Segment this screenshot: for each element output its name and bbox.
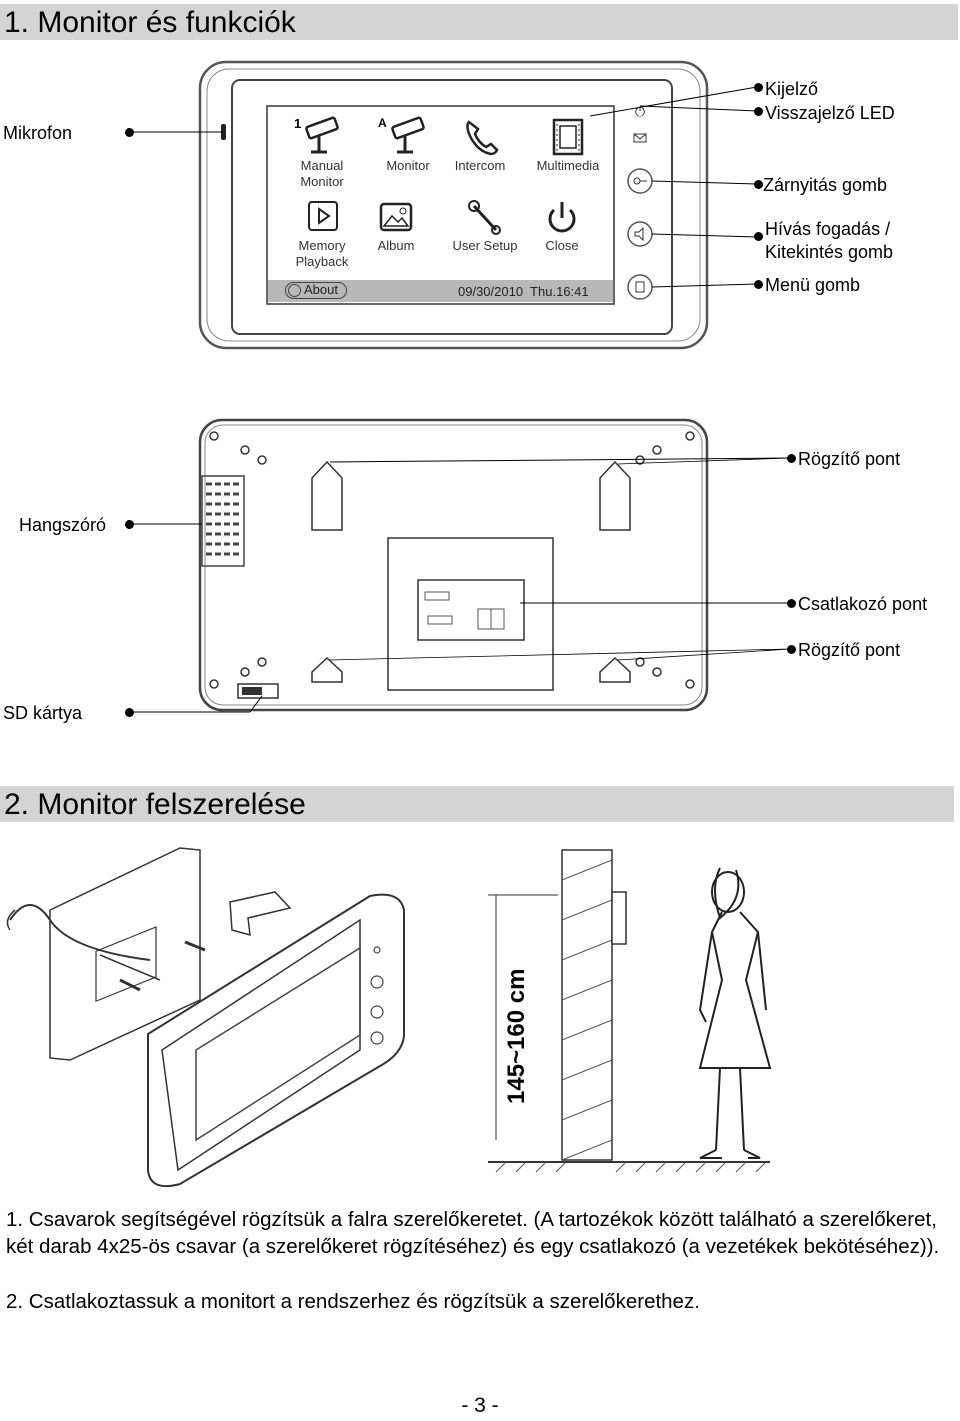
camera-icon xyxy=(391,116,425,154)
menu-item-label: Playback xyxy=(295,254,349,269)
pointer-dot xyxy=(787,454,796,463)
menu-item-label: Memory xyxy=(298,238,346,253)
label-hivas-1: Hívás fogadás / xyxy=(765,219,891,239)
play-icon xyxy=(308,201,338,231)
paragraph-1: 1. Csavarok segítségével rögzítsük a fal… xyxy=(6,1208,940,1258)
person-figure xyxy=(698,867,772,1159)
pointer-dot xyxy=(754,232,763,241)
pointer-dot xyxy=(125,520,134,529)
power-icon xyxy=(548,202,576,233)
label-rogzito-1: Rögzítő pont xyxy=(798,449,901,469)
height-label: 145~160 cm xyxy=(503,968,530,1104)
badge-1: 1 xyxy=(294,116,302,131)
section-title-1: 1. Monitor és funkciók xyxy=(0,4,958,42)
pointer-dot xyxy=(754,83,763,92)
pointer-dot xyxy=(754,107,763,116)
label-rogzito-2: Rögzítő pont xyxy=(798,640,901,660)
label-menu: Menü gomb xyxy=(765,275,861,295)
menu-item-manual-monitor[interactable]: 1 Manual Monitor xyxy=(282,116,362,190)
label-hangszoro: Hangszóró xyxy=(19,515,107,535)
pointer-dot xyxy=(787,599,796,608)
menu-item-user-setup[interactable]: User Setup xyxy=(440,198,530,254)
phone-icon xyxy=(466,120,499,156)
label-hivas-2: Kitekintés gomb xyxy=(765,242,894,262)
menu-item-label: Manual xyxy=(300,158,344,173)
installation-figure xyxy=(6,847,772,1188)
about-circle-icon xyxy=(288,284,301,297)
menu-item-label: User Setup xyxy=(452,238,518,253)
label-kijelzo: Kijelző xyxy=(765,79,819,99)
menu-item-label: Multimedia xyxy=(536,158,600,173)
pointer-dot xyxy=(787,645,796,654)
status-datetime: 09/30/2010 Thu.16:41 xyxy=(458,284,589,299)
pointer-dot xyxy=(125,708,134,717)
screen-menu: 1 Manual Monitor A Monitor Intercom Mult… xyxy=(268,106,613,302)
menu-item-close[interactable]: Close xyxy=(522,198,602,254)
pointer-dot xyxy=(754,280,763,289)
page-number: - 3 - xyxy=(461,1394,499,1417)
menu-item-intercom[interactable]: Intercom xyxy=(440,116,520,174)
menu-item-album[interactable]: Album xyxy=(356,198,436,254)
label-mikrofon: Mikrofon xyxy=(3,123,73,143)
menu-item-label: Album xyxy=(377,238,415,253)
wrench-icon xyxy=(468,200,501,235)
pointer-dot xyxy=(125,128,134,137)
menu-item-label: Close xyxy=(545,238,579,253)
camera-icon xyxy=(305,116,339,154)
about-button[interactable]: About xyxy=(285,282,347,299)
label-sd: SD kártya xyxy=(3,703,83,723)
label-led: Visszajelző LED xyxy=(765,103,895,123)
label-zarnyitas: Zárnyitás gomb xyxy=(763,175,888,195)
right-button-column: ⏻ xyxy=(627,104,653,300)
menu-item-label: Monitor xyxy=(300,174,344,189)
about-label: About xyxy=(304,282,338,297)
menu-item-memory-playback[interactable]: Memory Playback xyxy=(282,198,362,270)
film-icon xyxy=(552,118,584,156)
menu-item-label: Intercom xyxy=(454,158,506,173)
badge-a: A xyxy=(378,116,387,130)
pointer-dot xyxy=(754,180,763,189)
label-csatlakozo: Csatlakozó pont xyxy=(798,594,928,614)
section-title-2: 2. Monitor felszerelése xyxy=(0,786,954,824)
paragraph-2: 2. Csatlakoztassuk a monitort a rendszer… xyxy=(6,1290,700,1313)
menu-item-monitor[interactable]: A Monitor xyxy=(368,116,448,174)
svg-text:⏻: ⏻ xyxy=(635,104,645,119)
menu-item-label: Monitor xyxy=(386,158,430,173)
back-monitor-figure xyxy=(130,418,791,713)
menu-item-multimedia[interactable]: Multimedia xyxy=(526,116,610,174)
picture-icon xyxy=(379,202,413,232)
